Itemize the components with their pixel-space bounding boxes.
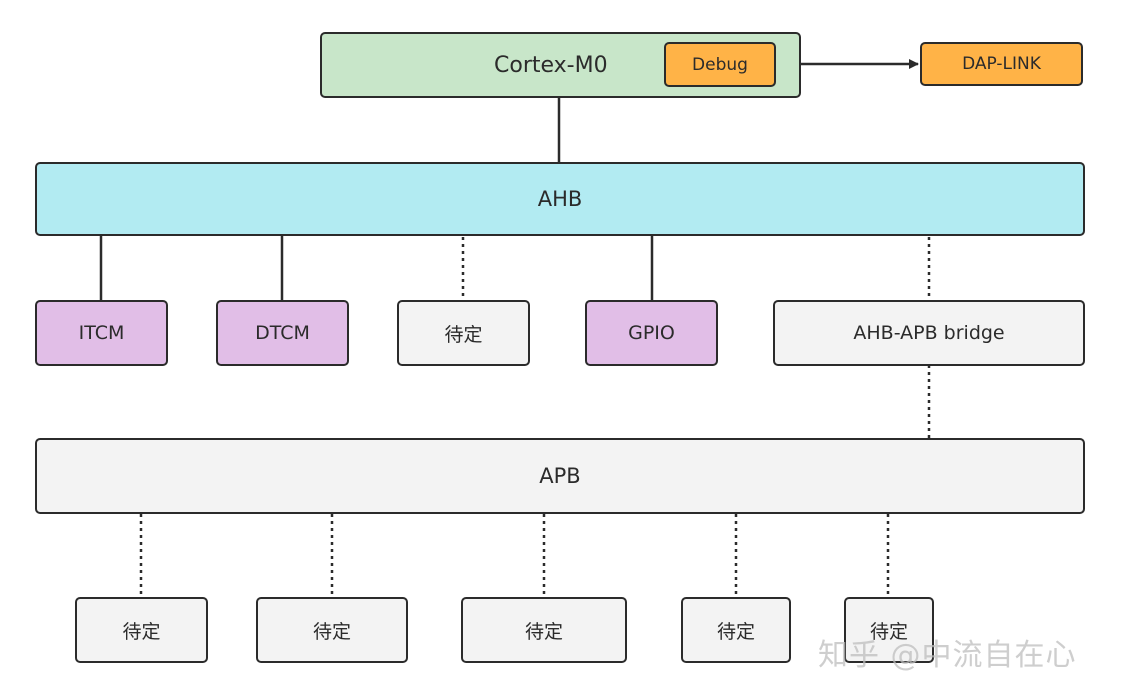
ahb-bus: AHB — [35, 162, 1085, 236]
gpio-block: GPIO — [585, 300, 718, 366]
cortex-m0-label: Cortex-M0 — [494, 52, 608, 78]
apb-pending-label-1: 待定 — [122, 620, 161, 643]
dtcm-label: DTCM — [255, 322, 310, 344]
gpio-label: GPIO — [628, 322, 675, 344]
apb-pending-block-4: 待定 — [681, 597, 791, 663]
apb-pending-block-5: 待定 — [844, 597, 934, 663]
apb-pending-label-3: 待定 — [524, 620, 563, 643]
ahb-label: AHB — [537, 187, 583, 211]
apb-bus: APB — [35, 438, 1085, 514]
apb-pending-block-1: 待定 — [75, 597, 208, 663]
apb-pending-label-2: 待定 — [312, 620, 351, 643]
itcm-label: ITCM — [78, 322, 125, 344]
dap-link-block: DAP-LINK — [920, 42, 1083, 86]
ahb-apb-bridge-block: AHB-APB bridge — [773, 300, 1085, 366]
dtcm-block: DTCM — [216, 300, 349, 366]
apb-pending-label-4: 待定 — [716, 620, 755, 643]
ahb-pending-block: 待定 — [397, 300, 530, 366]
zhihu-watermark: 知乎 @中流自在心 — [818, 638, 1077, 673]
debug-label: Debug — [692, 54, 748, 75]
apb-pending-block-3: 待定 — [461, 597, 627, 663]
apb-pending-label-5: 待定 — [869, 620, 908, 643]
ahb-pending-label: 待定 — [444, 323, 483, 346]
ahb-apb-bridge-label: AHB-APB bridge — [853, 322, 1005, 344]
dap-link-label: DAP-LINK — [962, 54, 1041, 74]
debug-block: Debug — [664, 42, 776, 87]
apb-label: APB — [539, 464, 581, 488]
itcm-block: ITCM — [35, 300, 168, 366]
apb-pending-block-2: 待定 — [256, 597, 408, 663]
